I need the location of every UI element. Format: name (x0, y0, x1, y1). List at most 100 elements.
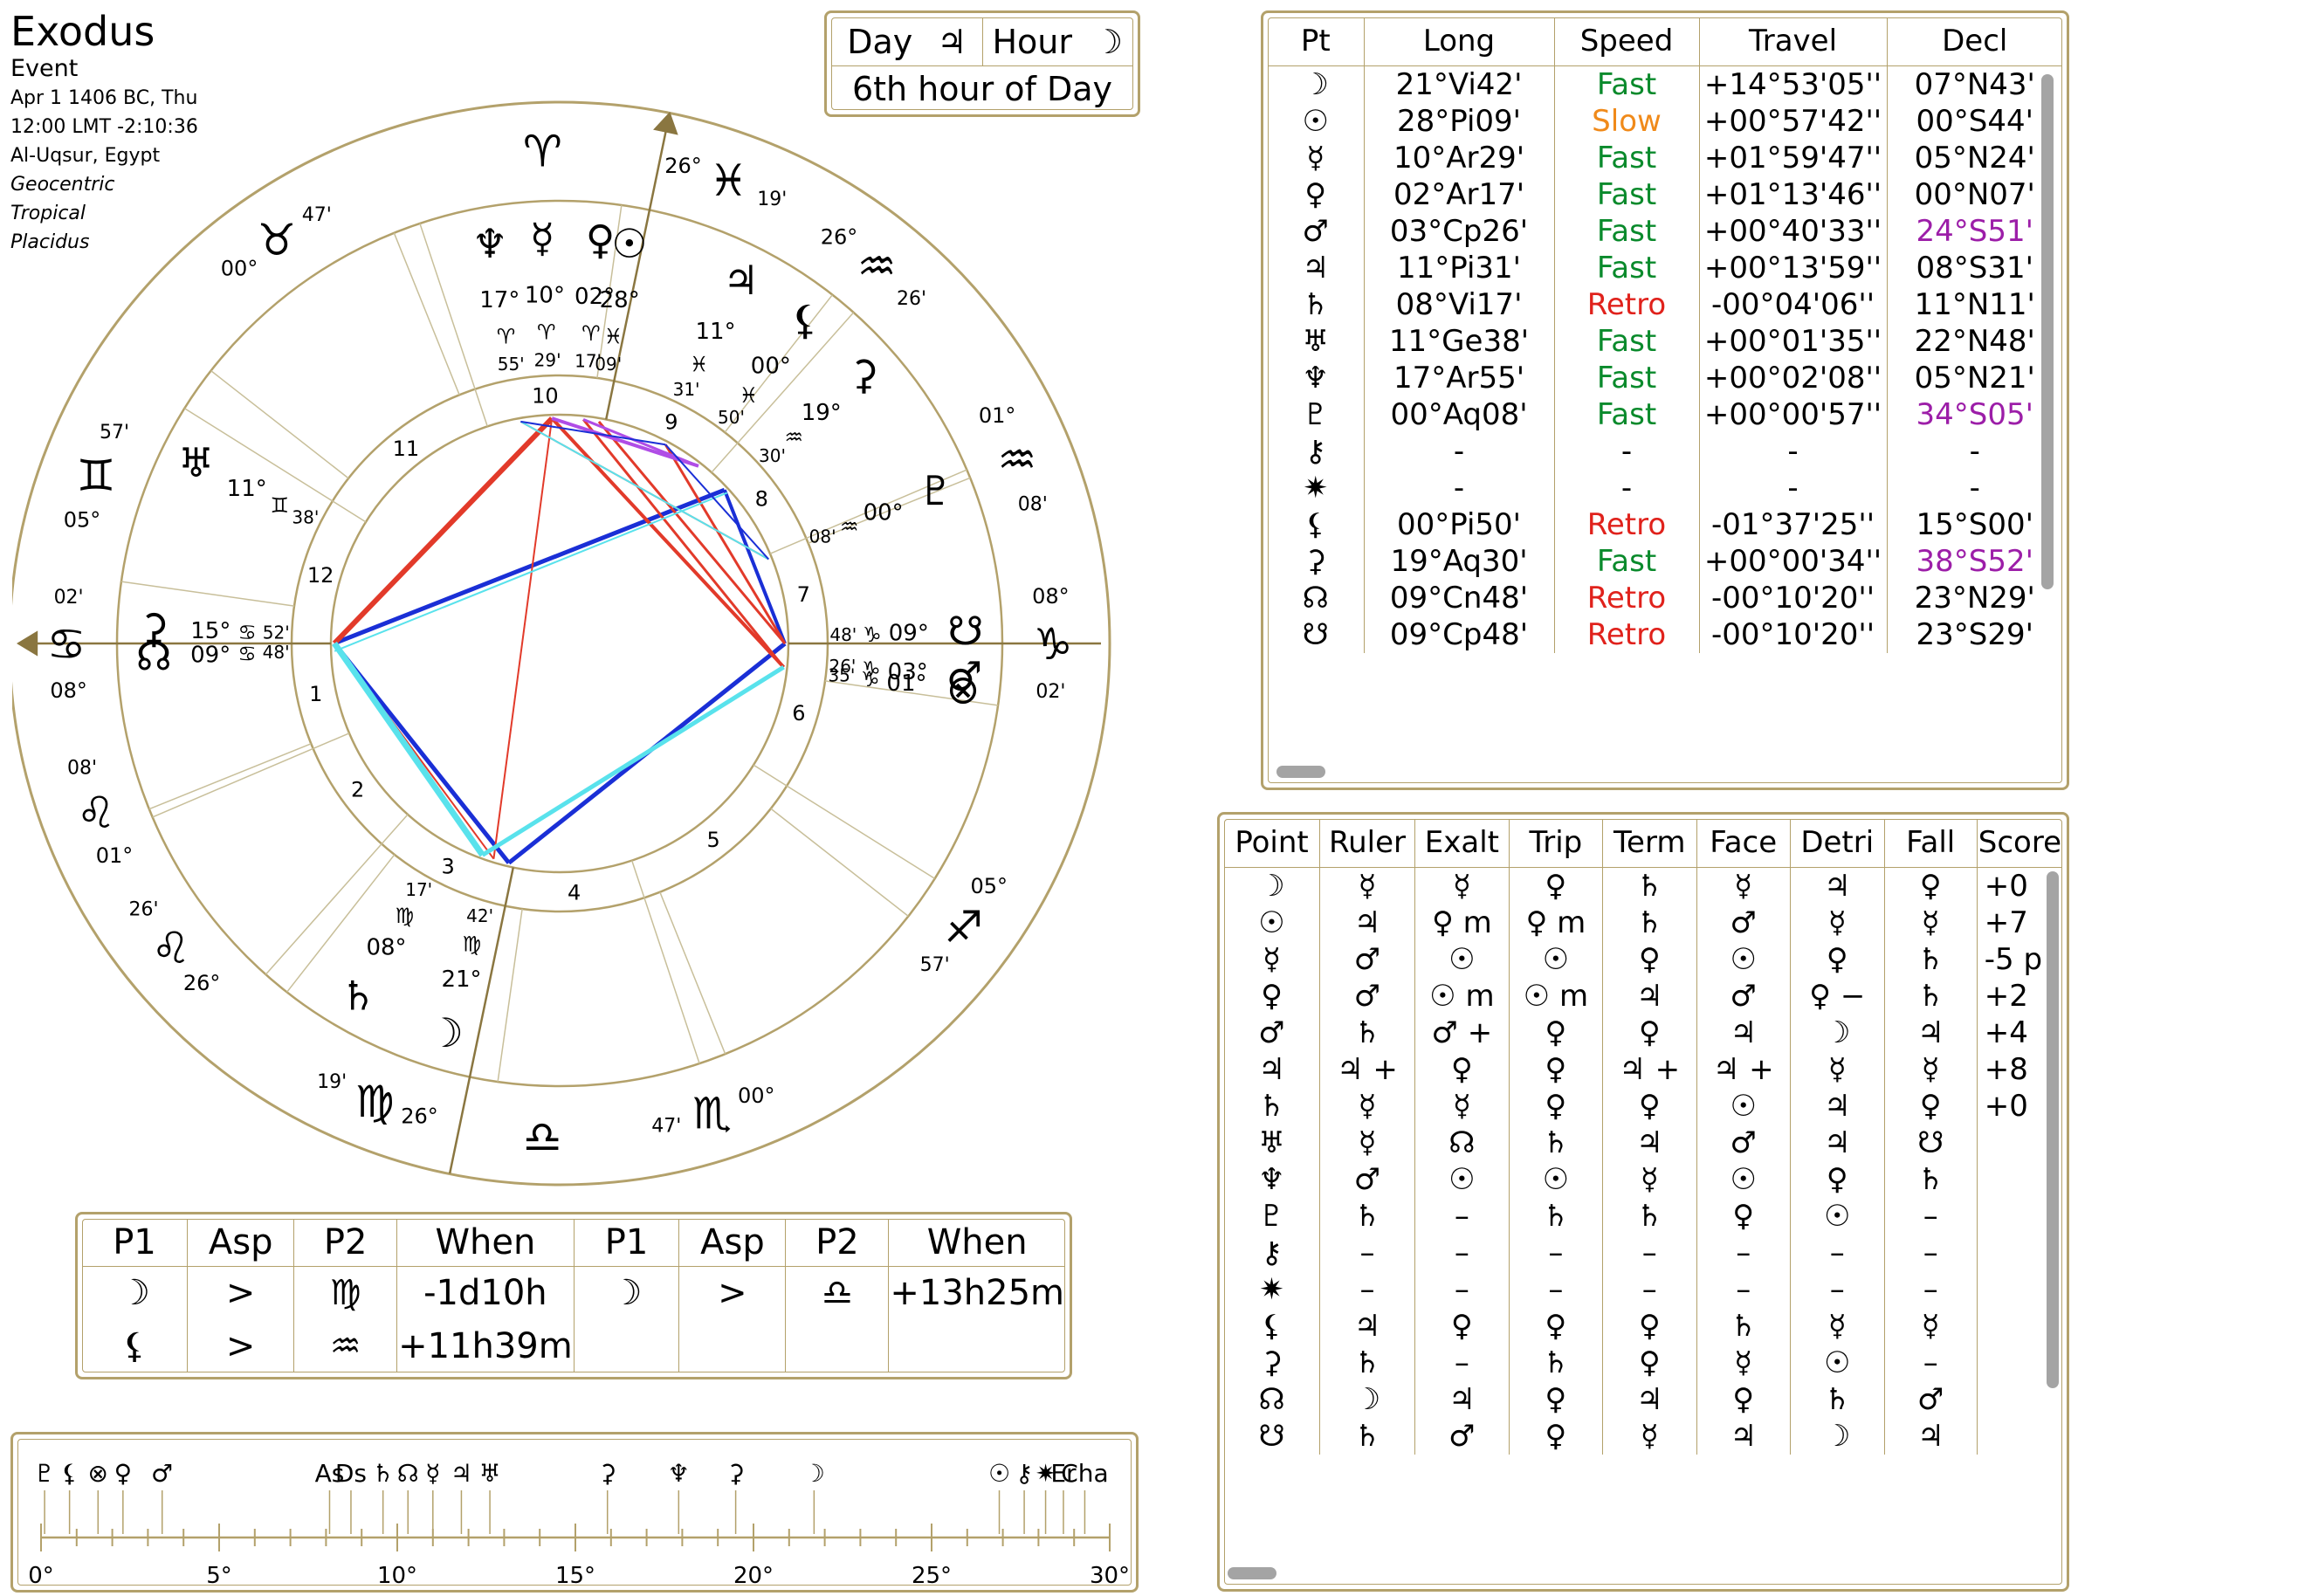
dignity-table-scrollbar-h[interactable] (1228, 1567, 1276, 1579)
travel-cell: +00°57'42'' (1698, 102, 1887, 140)
table-row[interactable]: ♆17°Ar55'Fast+00°02'08''05°N21' (1268, 359, 2062, 396)
cusp-minute: 47' (651, 1116, 681, 1138)
table-row[interactable]: ♅11°Ge38'Fast+00°01'35''22°N48' (1268, 322, 2062, 360)
dignity-cell: ☊ (1414, 1124, 1510, 1161)
table-row[interactable]: ♇♄–♄♄♀☉– (1224, 1197, 2062, 1235)
uranus-icon[interactable]: ♅ (178, 439, 214, 486)
sign-divider (497, 908, 523, 1083)
planet-table-scrollbar-v[interactable] (2041, 74, 2054, 589)
aspect-lines (332, 416, 787, 865)
table-row[interactable]: ☽☿☿♀♄☿♃♀+0 (1224, 867, 2062, 905)
travel-cell: -00°04'06'' (1698, 285, 1887, 323)
table-row[interactable]: ⚷---- (1268, 432, 2062, 470)
table-row[interactable]: ⚳19°Aq30'Fast+00°00'34''38°S52' (1268, 542, 2062, 580)
sign-divider (808, 477, 971, 544)
table-row[interactable]: ☊09°Cn48'Retro-00°10'20''23°N29' (1268, 579, 2062, 616)
table-row[interactable]: ♄08°Vi17'Retro-00°04'06''11°N11' (1268, 285, 2062, 323)
sun-icon[interactable]: ☉ (611, 220, 647, 267)
north-node-icon: ☊ (1302, 580, 1329, 616)
dignity-cell: ♀ (1789, 940, 1885, 978)
pluto-icon: ♇ (34, 1459, 56, 1488)
table-row[interactable]: ♀02°Ar17'Fast+01°13'46''00°N07' (1268, 175, 2062, 213)
day-hour-panel: Day ♃ Hour ☽ 6th hour of Day (824, 10, 1140, 117)
table-row[interactable]: ♂03°Cp26'Fast+00°40'33''24°S51' (1268, 212, 2062, 250)
dignity-cell: ☉ (1789, 1344, 1885, 1381)
table-row[interactable]: ✷---- (1268, 469, 2062, 506)
dignity-cell: ♄ (1601, 1197, 1697, 1235)
house-cusp (753, 764, 935, 879)
ceres-icon[interactable]: ⚳ (139, 604, 169, 651)
saturn-icon: ♄ (372, 1459, 394, 1488)
planet-minute: 17' (575, 351, 602, 372)
table-row[interactable]: ☋♄♂♀☿♃☽♃ (1224, 1417, 2062, 1455)
table-row[interactable]: ☿10°Ar29'Fast+01°59'47''05°N24' (1268, 139, 2062, 176)
hour-label: Hour (992, 23, 1072, 61)
saturn-icon[interactable]: ♄ (341, 973, 376, 1020)
cusp-minute: 47' (302, 204, 332, 226)
house-number: 11 (393, 437, 420, 461)
table-row[interactable]: ☿♂☉☉♀☉♀♄-5 p (1224, 940, 2062, 978)
dignity-col-header: Ruler (1319, 819, 1415, 868)
dignity-cell: ♂ (1319, 977, 1415, 1015)
table-row[interactable]: ♅☿☊♄♃♂♃☋ (1224, 1124, 2062, 1161)
table-row[interactable]: ☽21°Vi42'Fast+14°53'05''07°N43' (1268, 65, 2062, 103)
lilith-icon[interactable]: ⚸ (790, 297, 820, 344)
dignity-cell: ♀ (1508, 1307, 1603, 1345)
dignity-cell: ♃ (1601, 1124, 1697, 1161)
aspect-cell: ☽ (573, 1266, 679, 1319)
degree-ruler: 0°5°10°15°20°25°30°♇⚸⊗♀♂AsDs♄☊☿♃♅⚳♆⚳☽☉⚷✷… (28, 1459, 1130, 1589)
table-row[interactable]: ⚷––––––– (1224, 1234, 2062, 1271)
uranus-icon: ♅ (1258, 1125, 1285, 1160)
dignity-cell: ☿ (1319, 1124, 1415, 1161)
declination-cell: 24°S51' (1886, 212, 2062, 250)
venus-icon[interactable]: ♀ (586, 216, 616, 263)
planet-degree: 17° (479, 287, 519, 313)
table-row[interactable]: ♆♂☉☉☿☉♀♄ (1224, 1160, 2062, 1198)
dignity-cell: ♃ (1696, 1014, 1791, 1051)
sign-divider (724, 294, 833, 433)
table-row[interactable]: ☋09°Cp48'Retro-00°10'20''23°S29' (1268, 616, 2062, 653)
moon-icon: ☽ (1258, 868, 1285, 904)
planet-degree: 19° (802, 400, 842, 426)
table-row[interactable]: ♂♄♂ +♀♀♃☽♃+4 (1224, 1014, 2062, 1051)
aspect-line (332, 641, 485, 857)
table-row[interactable]: ⚸♃♀♀♀♄☿☿ (1224, 1307, 2062, 1345)
table-row[interactable]: ♄☿☿♀♀☉♃♀+0 (1224, 1087, 2062, 1125)
mercury-icon[interactable]: ☿ (530, 214, 554, 261)
north-node-icon[interactable]: ☊ (136, 632, 172, 679)
dignity-cell: ☉ (1414, 940, 1510, 978)
table-row[interactable]: ✷––––––– (1224, 1270, 2062, 1308)
dignity-cell: ☿ (1696, 1344, 1791, 1381)
cusp-minute: 26' (128, 899, 158, 921)
dignity-table-scrollbar-v[interactable] (2047, 871, 2059, 1388)
table-row[interactable]: ⚸00°Pi50'Retro-01°37'25''15°S00' (1268, 506, 2062, 543)
part-of-fortune-icon[interactable]: ⊗ (946, 665, 980, 712)
jupiter-icon: ♃ (1302, 250, 1329, 285)
chiron-icon: ⚷ (1015, 1459, 1034, 1488)
pluto-icon[interactable]: ♇ (918, 467, 953, 514)
table-row[interactable]: ♃11°Pi31'Fast+00°13'59''08°S31' (1268, 249, 2062, 286)
table-row[interactable]: ♀♂☉ m☉ m♃♂♀ −♄+2 (1224, 977, 2062, 1015)
table-row[interactable]: ♇00°Aq08'Fast+00°00'57''34°S05' (1268, 396, 2062, 433)
sign-icon: ♋ (47, 619, 86, 670)
jupiter-icon[interactable]: ♃ (723, 257, 759, 304)
table-row[interactable]: ♃♃ +♀♀♃ +♃ +☿☿+8 (1224, 1050, 2062, 1088)
table-row[interactable]: ⚳♄–♄♀☿☉– (1224, 1344, 2062, 1381)
mars-icon[interactable]: ♂ (946, 652, 982, 699)
longitude-cell: 17°Ar55' (1363, 359, 1554, 396)
neptune-icon: ♆ (1302, 360, 1329, 396)
south-node-icon[interactable]: ☋ (947, 608, 983, 655)
moon-icon[interactable]: ☽ (428, 1009, 464, 1056)
planet-table-scrollbar-h[interactable] (1276, 766, 1325, 778)
ceres-icon[interactable]: ⚳ (850, 351, 879, 398)
table-row[interactable]: ☊☽♃♀♃♀♄♂ (1224, 1380, 2062, 1418)
chart-place: Al-Uqsur, Egypt (10, 145, 161, 167)
table-row[interactable]: ☉28°Pi09'Slow+00°57'42''00°S44' (1268, 102, 2062, 140)
house-cusp (769, 469, 967, 554)
planet-sign: ♒ (840, 514, 859, 539)
neptune-icon[interactable]: ♆ (472, 220, 508, 267)
travel-cell: -00°10'20'' (1698, 579, 1887, 616)
table-row[interactable]: ☉♃♀ m♀ m♄♂☿☿+7 (1224, 904, 2062, 941)
